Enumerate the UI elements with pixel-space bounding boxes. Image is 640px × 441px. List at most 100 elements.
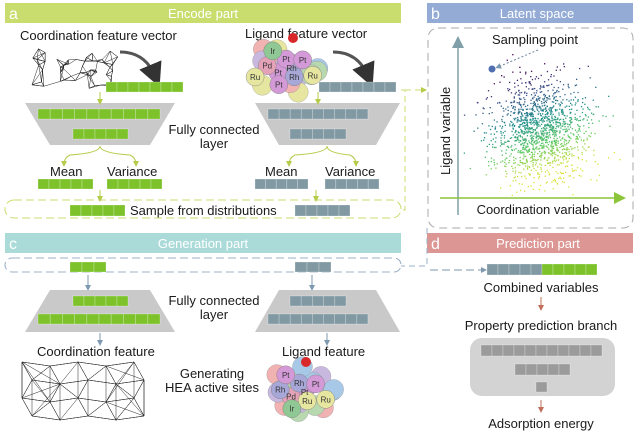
latent-point [562,181,563,182]
latent-point [582,102,583,103]
latent-point [539,107,540,108]
latent-point [500,131,501,132]
latent-point [514,125,515,126]
latent-point [566,162,567,163]
mesh-edge [95,85,101,86]
latent-point [532,154,533,155]
vector-cell [301,109,312,119]
latent-point [513,134,514,135]
latent-point [585,115,586,116]
latent-point [552,143,553,144]
adsorbate-icon [301,357,311,367]
latent-point [593,155,594,156]
latent-point [548,149,549,150]
vector-cell [73,296,84,306]
panel-letter-b: b [431,6,440,23]
vector-cell [139,82,150,92]
latent-point [514,97,515,98]
vector-cell [106,296,117,306]
latent-point [539,97,540,98]
vector-cell [92,205,103,216]
latent-point [572,148,573,149]
vector-cell [591,345,602,356]
latent-point [544,128,545,129]
latent-point [534,88,535,89]
latent-point [582,119,583,120]
vector-cell [357,314,368,324]
ligand-z-vector [295,262,331,272]
latent-point [576,138,577,139]
latent-point [545,165,546,166]
vector-cell [547,345,558,356]
latent-point [500,145,501,146]
latent-point [591,113,592,114]
latent-point [563,162,564,163]
latent-point [538,78,539,79]
latent-point [483,140,484,141]
latent-point [520,72,521,73]
latent-point [576,84,577,85]
latent-point [521,83,522,84]
mesh-edge [97,61,104,63]
latent-point [533,131,534,132]
latent-point [564,115,565,116]
latent-point [519,183,520,184]
latent-point [536,90,537,91]
latent-point [577,124,578,125]
vector-cell [82,179,93,189]
latent-point [588,127,589,128]
vector-cell [118,179,129,189]
connector-line [401,90,405,210]
latent-point [541,140,542,141]
latent-point [560,69,561,70]
latent-point [506,173,507,174]
vector-cell [336,179,347,189]
latent-point [530,161,531,162]
latent-point [563,159,564,160]
latent-point [545,176,546,177]
vector-cell [38,314,50,324]
latent-point [549,153,550,154]
latent-point [564,121,565,122]
latent-point [543,87,544,88]
mesh-edge [50,398,78,402]
latent-point [523,120,524,121]
latent-point [529,108,530,109]
latent-point [543,152,544,153]
latent-point [525,129,526,130]
latent-point [575,102,576,103]
latent-point [561,126,562,127]
coordination-mesh-icon [32,49,118,89]
latent-point [532,148,533,149]
latent-point [494,164,495,165]
latent-point [510,146,511,147]
latent-point [559,147,560,148]
vector-cell [94,262,106,272]
latent-point [567,147,568,148]
latent-point [547,85,548,86]
latent-point [535,170,536,171]
vector-cell [107,179,118,189]
mesh-edge [96,61,98,70]
atom-label: Pt [282,371,290,380]
latent-point [556,91,557,92]
latent-point [559,130,560,131]
latent-point [507,88,508,89]
latent-point [488,165,489,166]
vector-cell [106,129,117,139]
latent-point [564,149,565,150]
latent-point [524,176,525,177]
latent-point [579,128,580,129]
latent-point [526,121,527,122]
vector-cell [123,109,135,119]
latent-point [504,137,505,138]
latent-point [599,175,600,176]
latent-point [555,109,556,110]
latent-point [553,101,554,102]
latent-point [582,154,583,155]
latent-point [525,82,526,83]
vector-cell [357,109,368,119]
latent-point [474,131,475,132]
mesh-edge [50,402,60,420]
mesh-edge [60,398,78,420]
